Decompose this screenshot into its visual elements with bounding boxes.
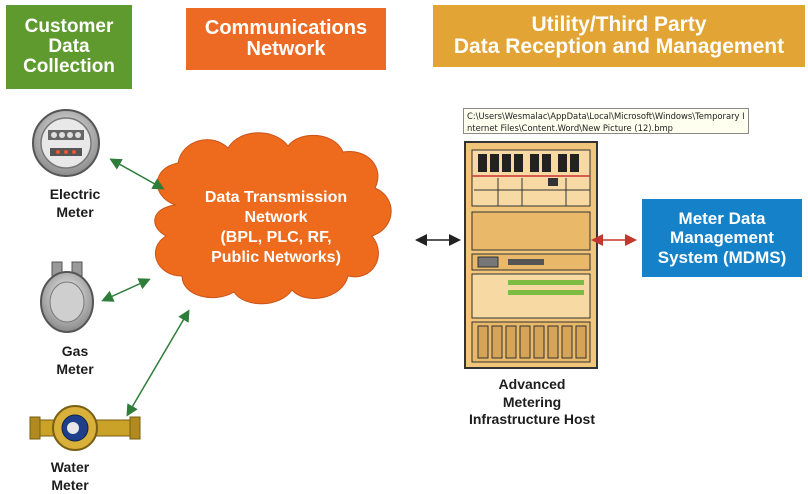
cloud-line-1: Data Transmission	[178, 188, 374, 208]
gas-label-line-1: Gas	[36, 343, 114, 361]
mdms-line-1: Meter Data	[642, 209, 802, 229]
ami-host-server-icon	[465, 142, 597, 368]
electric-label-line-2: Meter	[36, 204, 114, 222]
host-label-line-1: Advanced	[448, 376, 616, 394]
water-label-line-2: Meter	[30, 477, 110, 494]
host-label-line-2: Metering	[448, 394, 616, 412]
mdms-line-3: System (MDMS)	[642, 248, 802, 268]
electric-label-line-1: Electric	[36, 186, 114, 204]
electric-meter-icon	[33, 110, 99, 176]
gas-meter-label: Gas Meter	[36, 343, 114, 378]
cloud-line-4: Public Networks)	[178, 248, 374, 268]
arrow-gas-to-network	[104, 280, 148, 300]
gas-meter-icon	[41, 262, 93, 332]
water-label-line-1: Water	[30, 459, 110, 477]
electric-meter-label: Electric Meter	[36, 186, 114, 221]
host-label-line-3: Infrastructure Host	[448, 411, 616, 429]
mdms-box: Meter Data Management System (MDMS)	[642, 199, 802, 277]
mdms-line-2: Management	[642, 228, 802, 248]
cloud-line-2: Network	[178, 208, 374, 228]
arrow-water-to-network	[128, 312, 188, 414]
cloud-line-3: (BPL, PLC, RF,	[178, 228, 374, 248]
water-meter-label: Water Meter	[30, 459, 110, 494]
cloud-label: Data Transmission Network (BPL, PLC, RF,…	[178, 188, 374, 268]
water-meter-icon	[30, 406, 140, 450]
gas-label-line-2: Meter	[36, 361, 114, 379]
ami-host-label: Advanced Metering Infrastructure Host	[448, 376, 616, 429]
file-path-tooltip: C:\Users\Wesmalac\AppData\Local\Microsof…	[463, 108, 749, 134]
arrow-electric-to-network	[112, 160, 162, 188]
